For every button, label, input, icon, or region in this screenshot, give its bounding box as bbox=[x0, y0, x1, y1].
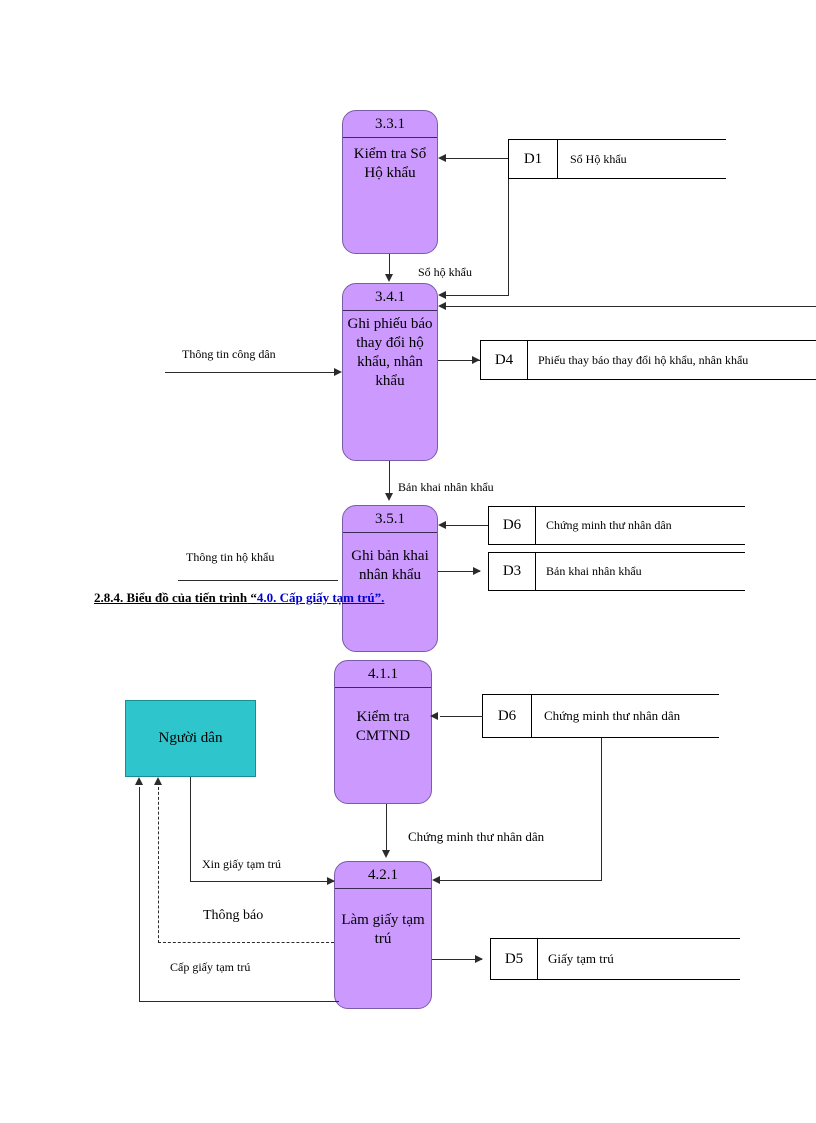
arrow-xin-giay-tam-tru bbox=[327, 877, 335, 885]
store-d1[interactable]: D1 Sổ Hộ khẩu bbox=[508, 139, 726, 179]
process-divider bbox=[343, 136, 437, 138]
store-d6-lower-code: D6 bbox=[482, 695, 532, 737]
store-d3-code: D3 bbox=[488, 553, 536, 590]
flow-label-so-ho-khau: Sổ hộ khẩu bbox=[418, 265, 472, 279]
arrow-341-to-d4 bbox=[472, 356, 480, 364]
flow-nguoi-dan-down bbox=[190, 777, 192, 882]
process-3-4-1-name: Ghi phiếu báo thay đổi hộ khẩu, nhân khẩ… bbox=[347, 315, 433, 390]
heading-number: 2.8.4. bbox=[94, 590, 124, 605]
store-d6[interactable]: D6 Chứng minh thư nhân dân bbox=[488, 506, 745, 545]
flow-d6b-down bbox=[601, 738, 603, 881]
flow-411-to-421 bbox=[386, 804, 388, 852]
process-3-3-1[interactable]: 3.3.1 Kiểm tra Sổ Hộ khẩu bbox=[342, 110, 438, 254]
process-divider bbox=[343, 309, 437, 311]
store-d1-code: D1 bbox=[508, 140, 558, 178]
arrow-351-to-d3 bbox=[473, 567, 481, 575]
heading-quote-open: “ bbox=[250, 590, 257, 605]
flow-thong-bao-h bbox=[158, 942, 334, 943]
flow-d6-to-351 bbox=[446, 525, 488, 527]
arrow-cap-giay-tam-tru bbox=[135, 777, 143, 785]
process-divider bbox=[335, 686, 431, 688]
process-3-5-1-name: Ghi bản khai nhân khẩu bbox=[351, 547, 429, 583]
store-d5-code: D5 bbox=[490, 939, 538, 979]
flow-341-to-351 bbox=[389, 461, 391, 495]
process-3-3-1-id: 3.3.1 bbox=[375, 116, 405, 132]
store-d6-label: Chứng minh thư nhân dân bbox=[546, 518, 672, 532]
store-d3[interactable]: D3 Bản khai nhân khẩu bbox=[488, 552, 745, 591]
store-d5[interactable]: D5 Giấy tạm trú bbox=[490, 938, 740, 980]
arrow-411-to-421 bbox=[382, 850, 390, 858]
process-divider bbox=[335, 887, 431, 889]
heading-link[interactable]: 4.0. Cấp giấy tạm trú bbox=[256, 590, 375, 605]
arrow-d6b-to-411 bbox=[430, 712, 438, 720]
flow-421-to-d5 bbox=[432, 959, 482, 961]
heading-quote-close: ”. bbox=[374, 590, 385, 605]
flow-label-ban-khai-nhan-khau: Bản khai nhân khẩu bbox=[398, 480, 494, 494]
store-d4-label: Phiếu thay báo thay đổi hộ khẩu, nhân kh… bbox=[538, 352, 749, 367]
flow-d1-to-341 bbox=[446, 295, 509, 297]
process-4-2-1-id: 4.2.1 bbox=[368, 867, 398, 883]
arrow-d6b-to-421 bbox=[432, 876, 440, 884]
flow-331-to-341 bbox=[389, 254, 391, 276]
store-d3-label: Bản khai nhân khẩu bbox=[546, 564, 642, 578]
process-3-3-1-name: Kiểm tra Sổ Hộ khẩu bbox=[353, 145, 427, 181]
flow-thong-bao-v bbox=[158, 787, 159, 943]
process-3-4-1[interactable]: 3.4.1 Ghi phiếu báo thay đổi hộ khẩu, nh… bbox=[342, 283, 438, 461]
store-d6-code: D6 bbox=[488, 507, 536, 544]
process-4-1-1[interactable]: 4.1.1 Kiểm tra CMTND bbox=[334, 660, 432, 804]
flow-cap-giay-up bbox=[139, 787, 141, 1002]
entity-nguoi-dan-label: Người dân bbox=[158, 730, 223, 746]
store-d4[interactable]: D4 Phiếu thay báo thay đổi hộ khẩu, nhân… bbox=[480, 340, 816, 380]
store-d6-lower[interactable]: D6 Chứng minh thư nhân dân bbox=[482, 694, 719, 738]
process-4-1-1-id: 4.1.1 bbox=[368, 666, 398, 682]
arrow-331-to-341 bbox=[385, 274, 393, 282]
process-3-4-1-id: 3.4.1 bbox=[375, 289, 405, 305]
arrow-341-to-351 bbox=[385, 493, 393, 501]
arrow-thong-tin-cong-dan bbox=[334, 368, 342, 376]
heading-text: Biểu đồ của tiến trình bbox=[126, 590, 248, 605]
arrow-thong-bao bbox=[154, 777, 162, 785]
flow-d1-to-331 bbox=[446, 158, 508, 160]
flow-label-chung-minh-thu: Chứng minh thư nhân dân bbox=[408, 829, 545, 844]
flow-351-to-d3 bbox=[438, 571, 480, 573]
flow-right-to-341 bbox=[446, 306, 816, 308]
flow-d6b-to-411 bbox=[440, 716, 483, 718]
flow-d1-down bbox=[508, 179, 510, 296]
store-d4-code: D4 bbox=[480, 341, 528, 379]
arrow-d1-to-341 bbox=[438, 291, 446, 299]
arrow-d1-to-331 bbox=[438, 154, 446, 162]
process-divider bbox=[343, 531, 437, 533]
flow-d6b-to-421 bbox=[440, 880, 602, 882]
flow-label-thong-bao: Thông báo bbox=[203, 908, 264, 923]
store-d6-lower-label: Chứng minh thư nhân dân bbox=[544, 708, 681, 723]
flow-label-thong-tin-cong-dan: Thông tin công dân bbox=[182, 347, 276, 361]
arrow-right-to-341 bbox=[438, 302, 446, 310]
process-4-2-1[interactable]: 4.2.1 Làm giấy tạm trú bbox=[334, 861, 432, 1009]
flow-thong-tin-cong-dan bbox=[165, 372, 337, 374]
process-3-5-1-id: 3.5.1 bbox=[375, 511, 405, 527]
flow-label-thong-tin-ho-khau: Thông tin hộ khẩu bbox=[186, 550, 275, 564]
arrow-421-to-d5 bbox=[475, 955, 483, 963]
store-d1-label: Sổ Hộ khẩu bbox=[570, 151, 627, 166]
section-heading: 2.8.4. Biểu đồ của tiến trình “4.0. Cấp … bbox=[94, 590, 384, 606]
store-d5-label: Giấy tạm trú bbox=[548, 951, 614, 966]
flow-label-cap-giay-tam-tru: Cấp giấy tạm trú bbox=[170, 960, 251, 974]
process-3-5-1[interactable]: 3.5.1 Ghi bản khai nhân khẩu bbox=[342, 505, 438, 652]
flow-cap-giay-bottom bbox=[139, 1001, 339, 1003]
arrow-d6-to-351 bbox=[438, 521, 446, 529]
process-4-1-1-name: Kiểm tra CMTND bbox=[355, 708, 411, 744]
entity-nguoi-dan[interactable]: Người dân bbox=[125, 700, 256, 777]
flow-xin-giay-tam-tru bbox=[190, 881, 334, 883]
process-4-2-1-name: Làm giấy tạm trú bbox=[341, 911, 425, 947]
flow-label-xin-giay-tam-tru: Xin giấy tạm trú bbox=[202, 857, 281, 871]
flow-341-to-d4 bbox=[438, 360, 480, 362]
flow-thong-tin-ho-khau bbox=[178, 580, 338, 582]
